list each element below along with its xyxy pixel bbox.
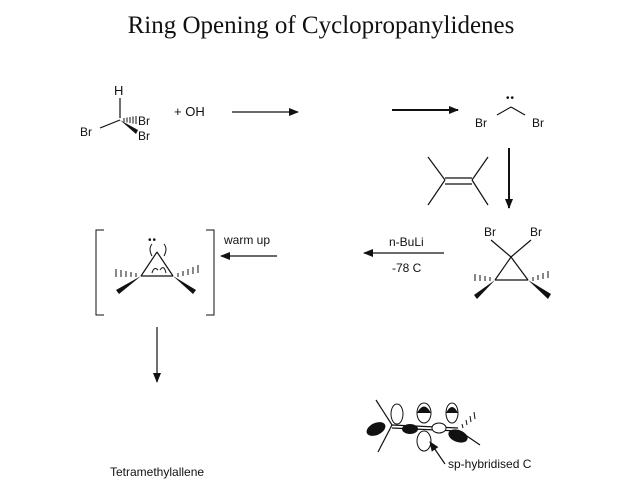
left-p-orbital-top [390, 403, 404, 425]
intermediate-lone-pair-dots: •• [148, 235, 157, 246]
nbuli-reagent-label: n-BuLi [389, 235, 424, 249]
cyclopropylidene-intermediate: •• [95, 229, 215, 316]
bromoform-h-label: H [114, 83, 123, 98]
product-name-label: Tetramethylallene [110, 465, 204, 479]
carbene-br-left-label: Br [475, 116, 487, 130]
bromoform-br-bottom-label: Br [138, 129, 150, 143]
hydroxide-reagent-label: + OH [174, 104, 205, 119]
dibromocyclopropane-molecule: Br Br [474, 225, 551, 299]
central-p-orbital-side [431, 422, 447, 434]
central-p-orbital-bottom [416, 430, 432, 452]
sp-hybridised-label: sp-hybridised C [448, 457, 532, 471]
cyclopropane-br-right-label: Br [530, 225, 542, 239]
carbene-br-right-label: Br [532, 116, 544, 130]
carbene-lone-pair-dots: •• [506, 93, 515, 104]
nbuli-condition-label: -78 C [392, 261, 422, 275]
page-title: Ring Opening of Cyclopropanylidenes [127, 12, 515, 39]
allene-orbital-diagram [366, 399, 481, 453]
dibromocarbene-molecule: •• Br Br [475, 93, 544, 130]
cyclopropane-br-left-label: Br [484, 225, 496, 239]
bromoform-molecule: H Br Br Br [80, 83, 150, 143]
sp-carbon-pointer-arrow [429, 441, 446, 465]
left-p-orbital-lobe [366, 422, 386, 436]
bromoform-br-right-label: Br [138, 114, 150, 128]
left-p-orbital-bottom [402, 424, 418, 434]
warm-up-label: warm up [223, 233, 270, 247]
bromoform-br-left-label: Br [80, 125, 92, 139]
tetramethylethylene-molecule [427, 156, 489, 206]
